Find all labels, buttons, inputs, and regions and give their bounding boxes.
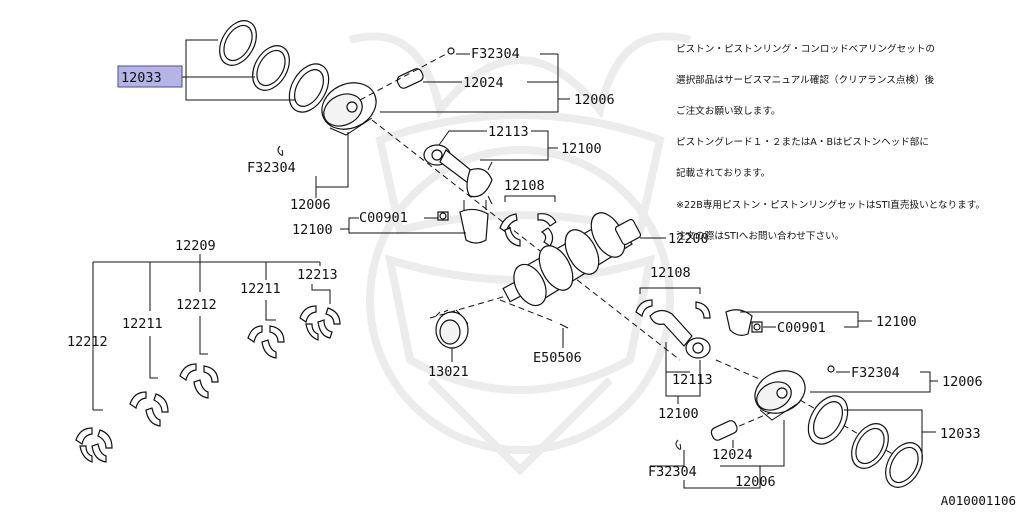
part-label-12213[interactable]: 12213 xyxy=(297,267,338,283)
part-label-12033[interactable]: 12033 xyxy=(121,70,162,86)
parts-notes: ピストン・ピストンリング・コンロッドベアリングセットの 選択部品はサービスマニュ… xyxy=(676,26,1021,260)
pin-clip-right xyxy=(827,365,835,373)
piston-bottom xyxy=(754,370,806,421)
part-label-12024-top[interactable]: 12024 xyxy=(463,75,504,91)
part-label-12113-top[interactable]: 12113 xyxy=(488,124,529,140)
part-label-c00901-right[interactable]: C00901 xyxy=(777,320,826,336)
pin-clip-top xyxy=(447,47,455,55)
top-piston-group: 12033 F32304 12024 12006 F32304 12006 xyxy=(117,20,615,213)
part-label-12209[interactable]: 12209 xyxy=(175,238,216,254)
part-label-12200[interactable]: 12200 xyxy=(668,231,709,247)
note-line-4: ピストングレード１・２またはA・Bはピストンヘッド部に xyxy=(676,137,929,149)
rod-cap-top: C00901 12100 xyxy=(292,200,489,244)
pin-clip-left xyxy=(277,145,284,156)
part-label-12006-top-right[interactable]: 12006 xyxy=(574,92,615,108)
part-label-f32304-right[interactable]: F32304 xyxy=(851,365,900,381)
part-label-f32304-top[interactable]: F32304 xyxy=(471,46,520,62)
part-label-12006-bottom[interactable]: 12006 xyxy=(735,474,776,490)
note-line-7: 注文の際はSTIへお問い合わせ下さい。 xyxy=(676,230,845,242)
note-line-5: 記載されております。 xyxy=(676,168,771,180)
crankshaft: 12200 xyxy=(429,212,709,319)
piston-top xyxy=(321,82,377,136)
watermark-emblem xyxy=(348,32,692,476)
part-label-f32304-left[interactable]: F32304 xyxy=(247,160,296,176)
crank-sprocket: 13021 E50506 xyxy=(428,299,582,380)
part-label-12100-top[interactable]: 12100 xyxy=(561,141,602,157)
connecting-rod-top: 12113 12100 xyxy=(371,119,681,361)
part-label-12113-bottom[interactable]: 12113 xyxy=(672,372,713,388)
part-label-12212-a[interactable]: 12212 xyxy=(67,334,108,350)
piston-pin-bottom xyxy=(710,420,738,441)
piston-bottom-group: F32304 12006 12033 12024 F32304 12006 xyxy=(648,359,983,490)
woodruff-key xyxy=(559,323,569,329)
note-line-6: ※22B専用ピストン・ピストンリングセットはSTI直売扱いとなります。 xyxy=(676,199,985,211)
connecting-rod-right: 12108 C00901 12100 12113 12100 xyxy=(635,265,917,422)
note-line-2: 選択部品はサービスマニュアル確認（クリアランス点検）後 xyxy=(676,74,935,86)
part-label-12100-bottom[interactable]: 12100 xyxy=(658,406,699,422)
piston-pin-top xyxy=(396,68,424,89)
part-label-12211-b[interactable]: 12211 xyxy=(122,316,163,332)
part-label-12006-right[interactable]: 12006 xyxy=(942,374,983,390)
part-label-c00901-top[interactable]: C00901 xyxy=(359,210,408,226)
note-line-1: ピストン・ピストンリング・コンロッドベアリングセットの xyxy=(676,43,936,55)
main-bearing-group: 12209 12213 12211 12212 12211 12212 xyxy=(67,238,341,463)
part-label-f32304-bottom[interactable]: F32304 xyxy=(648,464,697,480)
part-label-12100-left[interactable]: 12100 xyxy=(292,222,333,238)
part-label-12006-left[interactable]: 12006 xyxy=(290,197,331,213)
part-label-12100-right[interactable]: 12100 xyxy=(876,314,917,330)
part-label-e50506[interactable]: E50506 xyxy=(533,350,582,366)
part-label-12033-right[interactable]: 12033 xyxy=(940,426,981,442)
note-line-3: ご注文お願い致します。 xyxy=(676,105,781,117)
part-label-12024-bottom[interactable]: 12024 xyxy=(712,447,753,463)
part-label-12211-a[interactable]: 12211 xyxy=(240,281,281,297)
pin-clip-bottom xyxy=(675,439,682,450)
diagram-id: A010001106 xyxy=(940,493,1016,508)
part-label-12212-b[interactable]: 12212 xyxy=(176,297,217,313)
part-label-12108-right[interactable]: 12108 xyxy=(650,265,691,281)
part-label-13021[interactable]: 13021 xyxy=(428,364,469,380)
bearing-12108-top: 12108 xyxy=(499,178,557,247)
part-label-12108-top[interactable]: 12108 xyxy=(504,178,545,194)
